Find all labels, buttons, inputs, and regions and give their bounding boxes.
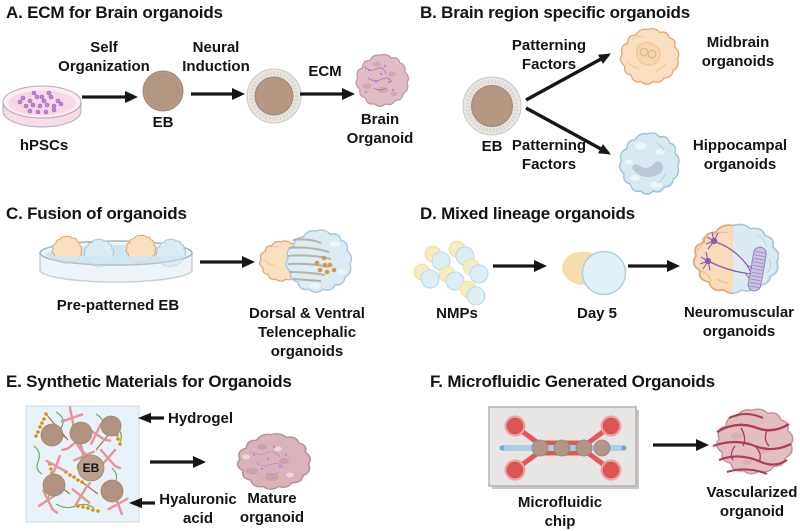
eb-label: EB <box>82 461 100 475</box>
eb-halo-illustration <box>246 68 302 124</box>
arrow-right-icon <box>300 87 355 101</box>
midbrain-organoid-illustration <box>616 26 680 86</box>
arrow-up-right-icon <box>524 46 614 104</box>
microfluidic-chip-illustration <box>488 406 640 490</box>
arrow-left-icon <box>138 412 164 424</box>
eb-halo-illustration <box>462 76 522 136</box>
hydrogel-label: Hydrogel <box>168 410 234 427</box>
patterning-factors-bottom-label: Patterning Factors <box>511 137 587 174</box>
arrow-right-icon <box>191 87 245 101</box>
vascularized-organoid-illustration <box>711 406 795 478</box>
arrow-right-icon <box>628 259 680 273</box>
panel-a-title: A. ECM for Brain organoids <box>6 3 223 22</box>
arrow-right-icon <box>493 259 547 273</box>
nmp-cells-illustration <box>413 240 514 308</box>
fused-organoid-illustration <box>255 226 353 298</box>
hpscs-label: hPSCs <box>19 137 69 154</box>
panel-e-title: E. Synthetic Materials for Organoids <box>6 372 292 391</box>
panel-d-title: D. Mixed lineage organoids <box>420 204 635 223</box>
eb-label: EB <box>481 138 503 155</box>
day5-aggregate-illustration <box>557 246 633 302</box>
hpscs-dish-illustration <box>1 74 83 132</box>
neural-induction-label: Neural Induction <box>182 39 250 76</box>
panel-f-title: F. Microfluidic Generated Organoids <box>430 372 715 391</box>
ecm-label: ECM <box>308 63 342 80</box>
arrow-right-icon <box>653 438 709 452</box>
arrow-right-icon <box>82 90 138 104</box>
vascularized-organoid-label: Vascularized organoid <box>706 484 798 521</box>
mature-organoid-label: Mature organoid <box>239 490 305 527</box>
hyaluronic-acid-label: Hyaluronic acid <box>159 491 237 528</box>
mature-organoid-illustration <box>232 431 311 491</box>
hippocampal-organoid-illustration <box>615 130 680 196</box>
fusion-dish-illustration <box>36 234 196 292</box>
hydrogel-matrix-illustration <box>25 405 140 523</box>
neuromuscular-organoids-label: Neuromuscular organoids <box>683 304 795 341</box>
self-organization-label: Self Organization <box>58 39 150 76</box>
brain-organoid-illustration <box>352 52 409 108</box>
microfluidic-chip-label: Microfluidic chip <box>517 494 603 531</box>
eb-sphere-illustration <box>142 70 184 112</box>
arrow-right-icon <box>200 255 255 269</box>
eb-label: EB <box>152 114 174 131</box>
nmps-label: NMPs <box>436 305 478 322</box>
neuromuscular-organoid-illustration <box>687 221 779 297</box>
day5-label: Day 5 <box>576 305 618 322</box>
arrow-right-icon <box>150 455 206 469</box>
arrow-left-icon <box>129 497 155 509</box>
arrow-down-right-icon <box>524 104 614 162</box>
patterning-factors-top-label: Patterning Factors <box>511 37 587 74</box>
panel-c-title: C. Fusion of organoids <box>6 204 187 223</box>
midbrain-organoids-label: Midbrain organoids <box>701 34 775 71</box>
pre-patterned-eb-label: Pre-patterned EB <box>56 297 180 314</box>
panel-b-title: B. Brain region specific organoids <box>420 3 690 22</box>
hippocampal-organoids-label: Hippocampal organoids <box>692 137 788 174</box>
brain-organoid-label: Brain Organoid <box>346 111 414 148</box>
telencephalic-organoids-label: Dorsal & Ventral Telencephalic organoids <box>249 305 365 361</box>
